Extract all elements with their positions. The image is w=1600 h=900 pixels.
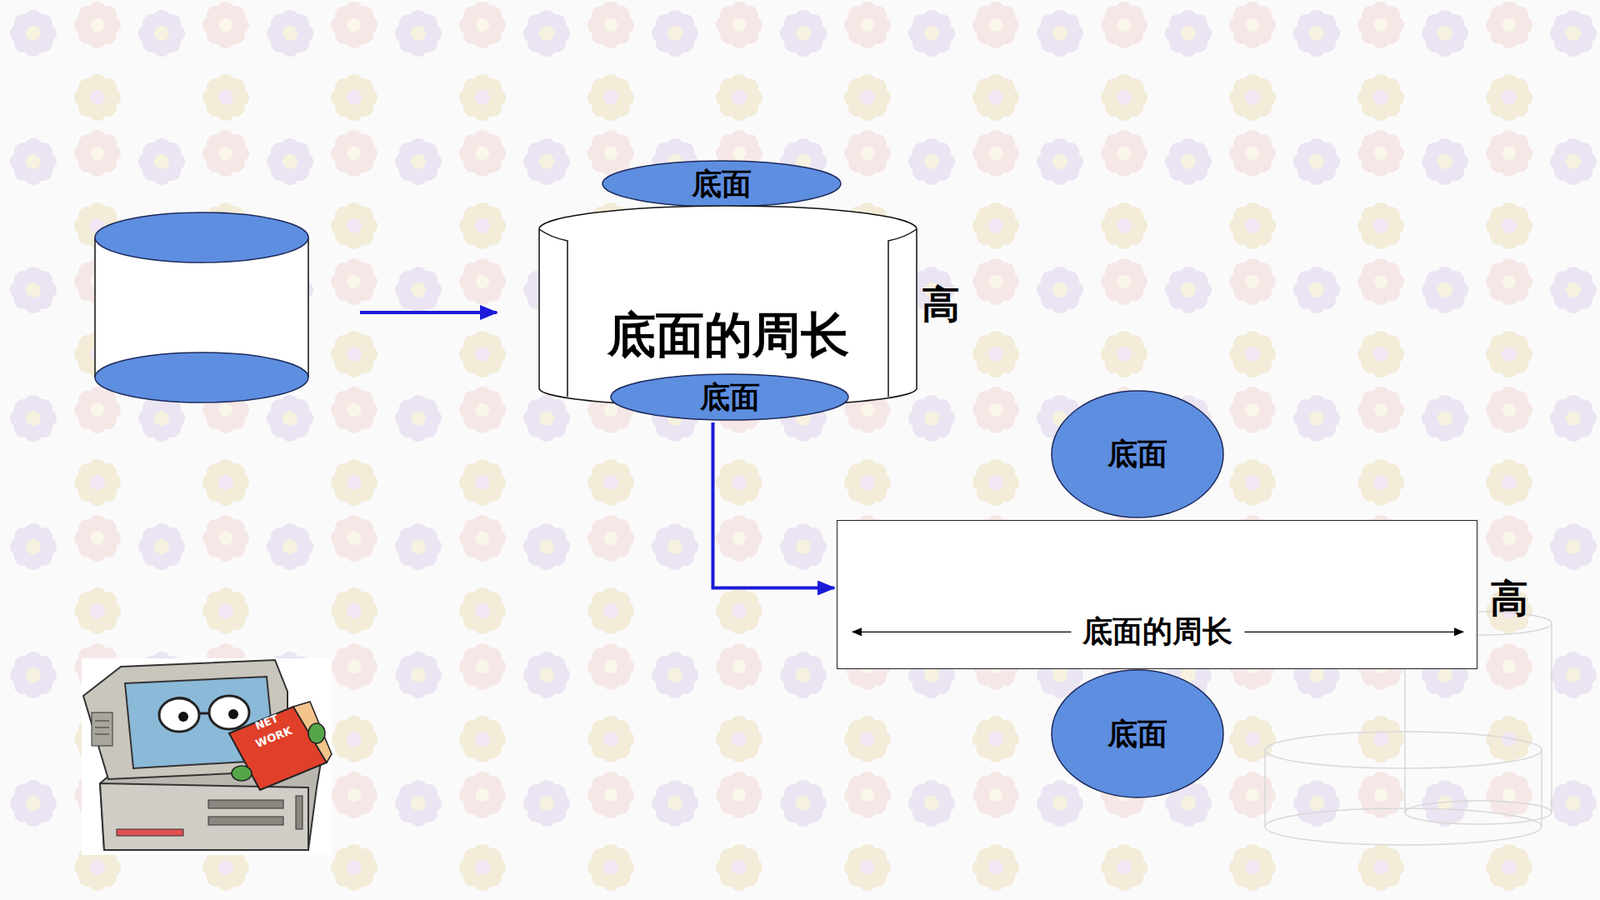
node-text: 底面	[1107, 436, 1168, 471]
base-circle: 底面	[1050, 669, 1225, 799]
lateral-rectangle: 底面的周长	[836, 520, 1478, 670]
base-ellipse: 底面	[610, 373, 850, 421]
height-label: 高	[921, 283, 960, 326]
lateral-surface: 底面的周长	[539, 204, 917, 400]
flow-arrow	[360, 310, 497, 315]
computer-cartoon	[81, 658, 332, 855]
node-text: 底面的周长	[1074, 614, 1241, 649]
shell-outline	[539, 204, 917, 400]
node-text: 底面	[700, 380, 760, 415]
flow-arrow	[713, 422, 835, 589]
node-text: 底面	[1107, 716, 1168, 751]
height-label: 高	[1490, 577, 1529, 620]
node-text: 底面的周长	[607, 307, 850, 364]
base-circle: 底面	[1050, 390, 1225, 519]
base-ellipse: 底面	[601, 160, 842, 208]
node-text: 底面	[691, 166, 752, 201]
cylinder	[95, 212, 309, 403]
